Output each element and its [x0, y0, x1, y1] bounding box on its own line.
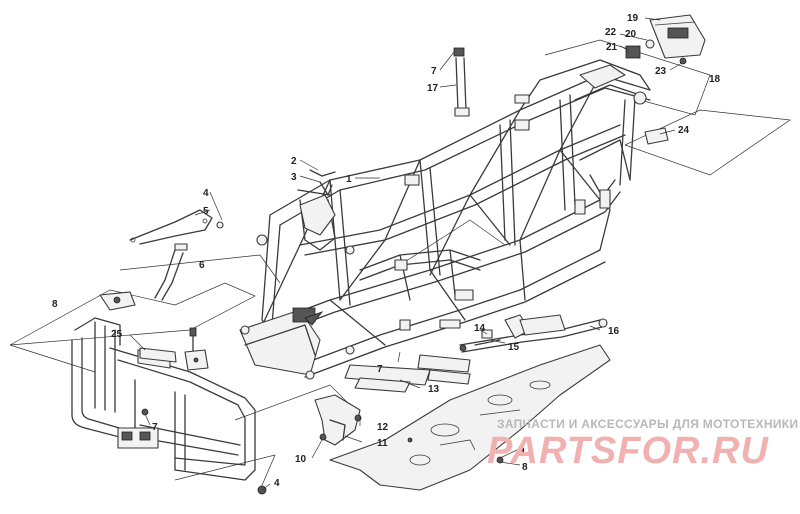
callout-8-bumper[interactable]: 8: [52, 299, 58, 310]
part-25-plate[interactable]: [139, 347, 177, 363]
callout-25[interactable]: 25: [111, 329, 123, 340]
callout-7-frame[interactable]: 7: [377, 364, 383, 375]
part-19-tail-light[interactable]: [649, 14, 706, 59]
callout-14[interactable]: 14: [474, 323, 486, 334]
callout-4-lower[interactable]: 4: [274, 478, 280, 489]
part-9-skid-plate[interactable]: [329, 344, 611, 491]
callout-23[interactable]: 23: [655, 66, 667, 77]
callout-24[interactable]: 24: [678, 125, 690, 136]
callout-leaders: [129, 17, 683, 491]
part-11-bracket[interactable]: [314, 394, 362, 446]
callout-20[interactable]: 20: [625, 29, 637, 40]
part-8-front-bumper[interactable]: [71, 291, 256, 481]
direction-arrow: [304, 311, 324, 326]
part-13-floor-strips[interactable]: [344, 354, 471, 393]
callout-2[interactable]: 2: [291, 156, 297, 167]
part-2-3-bracket[interactable]: [299, 169, 336, 236]
main-frame[interactable]: [239, 59, 651, 380]
part-24-decal[interactable]: [644, 127, 669, 145]
callout-12[interactable]: 12: [377, 422, 389, 433]
callout-17[interactable]: 17: [427, 83, 439, 94]
callout-16[interactable]: 16: [608, 326, 620, 337]
callout-15[interactable]: 15: [508, 342, 520, 353]
callout-1[interactable]: 1: [346, 174, 352, 185]
callout-11[interactable]: 11: [377, 438, 388, 449]
part-21-bulb-socket[interactable]: [625, 39, 655, 59]
callout-5[interactable]: 5: [203, 206, 209, 217]
callout-9[interactable]: 9: [519, 446, 525, 457]
callout-18[interactable]: 18: [709, 74, 721, 85]
callout-22[interactable]: 22: [605, 27, 617, 38]
callout-8-skid[interactable]: 8: [522, 462, 528, 473]
part-6-support-strut[interactable]: [154, 243, 188, 301]
callout-7-bumper[interactable]: 7: [152, 422, 158, 433]
callout-labels: 1 2 3 4 4 5 6 7 7 7 8 8 9 10 11 12 13 14…: [52, 13, 721, 489]
callout-21[interactable]: 21: [606, 42, 618, 53]
part-23-nut[interactable]: [679, 57, 687, 65]
bumper-bolts[interactable]: [141, 327, 267, 495]
part-5-front-bracket[interactable]: [129, 209, 224, 245]
watermark-logo: PARTSFOR.RU: [487, 430, 769, 472]
callout-19[interactable]: 19: [627, 13, 639, 24]
part-17-strap[interactable]: [453, 47, 470, 117]
callout-6[interactable]: 6: [199, 260, 205, 271]
watermark-caption: ЗАПЧАСТИ И АКСЕССУАРЫ ДЛЯ МОТОТЕХНИКИ: [497, 417, 799, 431]
callout-3[interactable]: 3: [291, 172, 297, 183]
callout-7-strap[interactable]: 7: [431, 66, 437, 77]
callout-4-upper[interactable]: 4: [203, 188, 209, 199]
callout-13[interactable]: 13: [428, 384, 440, 395]
callout-10[interactable]: 10: [295, 454, 307, 465]
